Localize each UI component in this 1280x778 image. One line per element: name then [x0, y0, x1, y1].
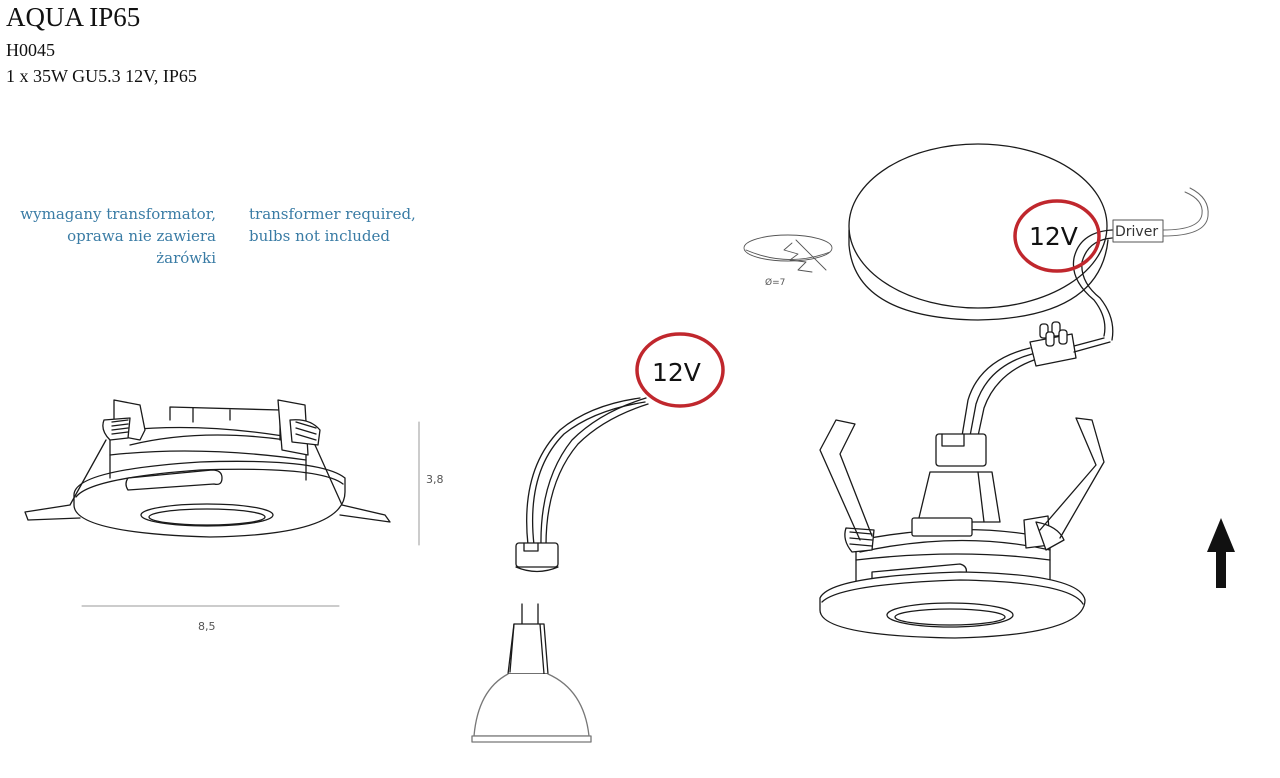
voltage-highlight-bulb — [635, 332, 725, 408]
note-polish-line1: wymagany transformator, — [20, 205, 216, 223]
fixture-side-view — [24, 399, 391, 538]
installed-fixture — [819, 347, 1105, 639]
bulb-socket-view — [471, 397, 649, 743]
note-polish-line2: oprawa nie zawiera żarówki — [67, 227, 216, 267]
product-code: H0045 — [6, 40, 55, 60]
transformer-assembly — [848, 143, 1209, 341]
voltage-label-bulb: 12V — [652, 358, 701, 387]
note-english: transformer required, bulbs not included — [249, 203, 449, 247]
product-spec: 1 x 35W GU5.3 12V, IP65 — [6, 66, 197, 86]
terminal-block — [1029, 321, 1111, 367]
voltage-highlight-driver — [1013, 199, 1101, 273]
voltage-label-driver: 12V — [1029, 222, 1078, 251]
saw-cut-icon — [743, 234, 833, 273]
product-title: AQUA IP65 — [6, 2, 141, 32]
driver-label: Driver — [1115, 224, 1158, 240]
cutout-diameter-label: Ø=7 — [765, 277, 785, 288]
arrow-up-icon — [1207, 518, 1235, 588]
width-dimension-label: 8,5 — [198, 620, 216, 633]
note-polish: wymagany transformator, oprawa nie zawie… — [16, 203, 216, 269]
height-dimension-label: 3,8 — [426, 473, 444, 486]
note-english-line2: bulbs not included — [249, 227, 391, 245]
note-english-line1: transformer required, — [249, 205, 416, 223]
